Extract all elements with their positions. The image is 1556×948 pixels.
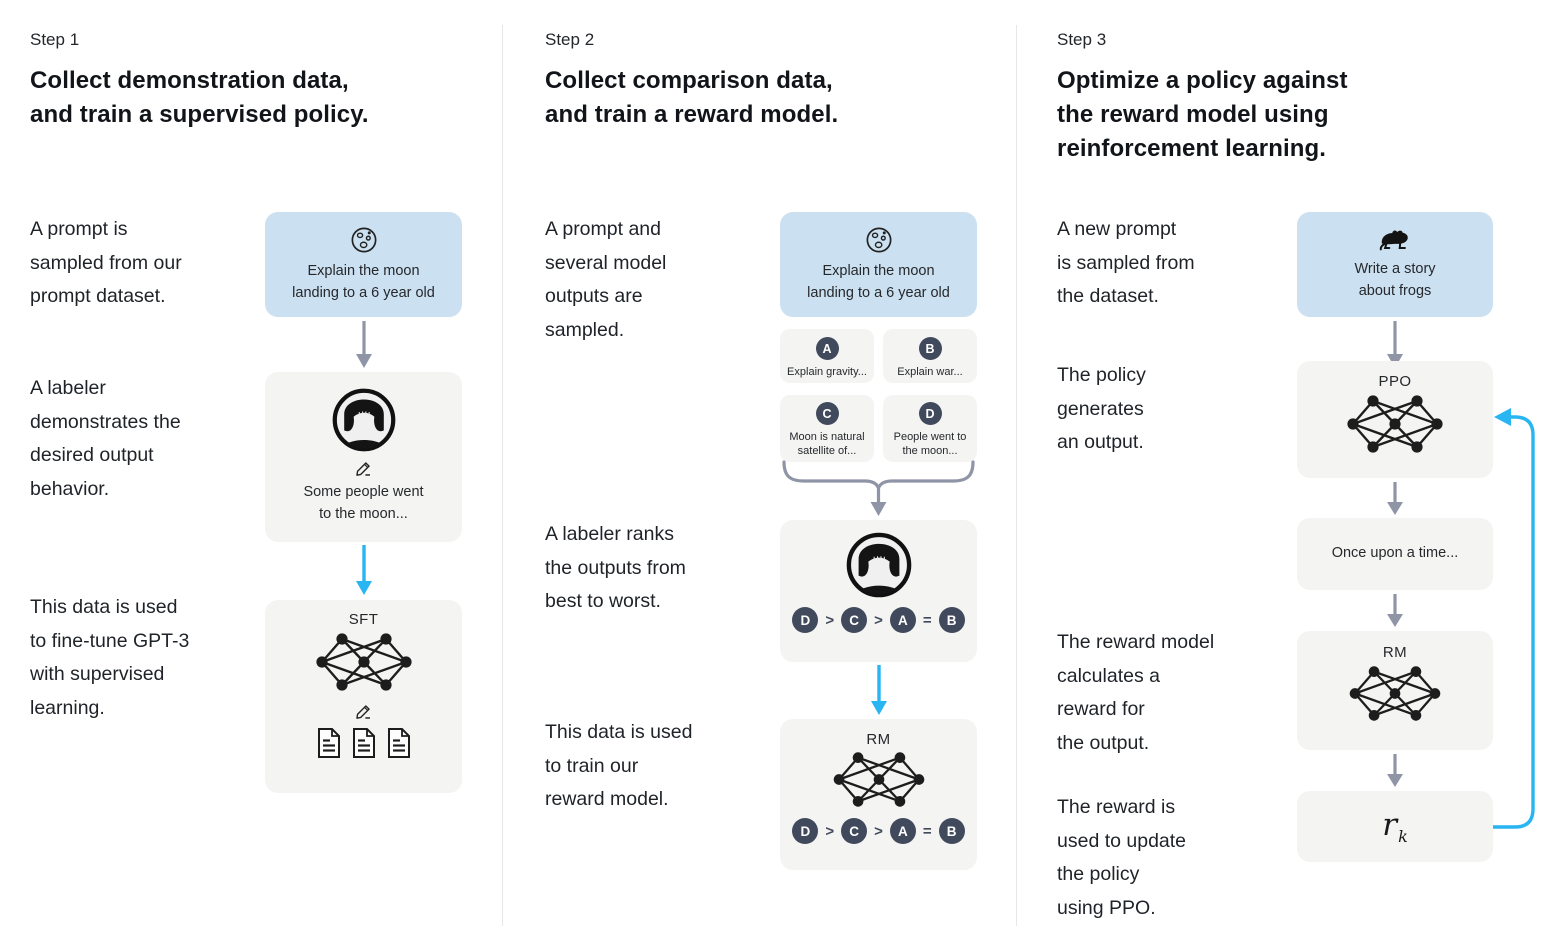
neural-network-icon	[832, 751, 925, 808]
sft-label: SFT	[348, 611, 379, 628]
labeler-avatar-icon	[845, 531, 913, 599]
feedback-loop-arrow-icon	[1493, 408, 1535, 829]
step3-output-box: Once upon a time...	[1297, 518, 1493, 590]
reward-subscript: k	[1398, 827, 1408, 846]
step1-heading: Collect demonstration data, and train a …	[30, 67, 369, 128]
rank-badge: C	[841, 607, 868, 633]
arrow-down-icon	[1387, 594, 1403, 627]
step1-demo-text: Some people went to the moon...	[303, 484, 424, 522]
rank-badge: A	[889, 818, 916, 844]
rank-separator: >	[825, 822, 835, 840]
documents-icon	[316, 727, 412, 759]
arrow-down-icon	[1387, 754, 1403, 787]
step3-caption-reward: The reward model calculates a reward for…	[1057, 631, 1215, 754]
rm-label: RM	[1382, 644, 1408, 661]
moon-icon	[351, 227, 376, 253]
letter-badge-a: A	[815, 337, 839, 360]
rm-label: RM	[866, 731, 891, 748]
column-divider-1	[502, 25, 503, 926]
step3-ppo-box: PPO	[1297, 361, 1493, 478]
step3-caption-update: The reward is used to update the policy …	[1057, 796, 1187, 919]
rank-badge: D	[792, 607, 819, 633]
output-c-text: Moon is natural satellite of...	[789, 431, 865, 457]
step3-caption-prompt: A new prompt is sampled from the dataset…	[1057, 218, 1195, 307]
letter-badge-c: C	[815, 402, 839, 425]
frog-icon	[1379, 229, 1409, 251]
letter-badge-b: B	[918, 337, 942, 360]
step3-rm-box: RM	[1297, 631, 1493, 750]
neural-network-icon	[314, 632, 413, 692]
step1-label: Step 1	[30, 30, 80, 49]
merge-bracket-arrow-icon	[782, 460, 975, 516]
output-b: B Explain war...	[883, 329, 977, 383]
rank-badge: C	[841, 818, 868, 844]
rank-separator: >	[874, 822, 883, 840]
arrow-down-icon	[354, 321, 374, 369]
step2-rm-box: RM D > C > A = B	[780, 719, 977, 870]
step3-reward-box: rk	[1297, 791, 1493, 862]
step1-caption-finetune: This data is used to fine-tune GPT-3 wit…	[30, 596, 190, 719]
rank-badge: A	[889, 607, 916, 633]
step2-caption-train: This data is used to train our reward mo…	[545, 721, 693, 810]
column-divider-2	[1016, 25, 1017, 926]
rank-badge: D	[792, 818, 819, 844]
step3-prompt-box: Write a story about frogs	[1297, 212, 1493, 317]
neural-network-icon	[1348, 665, 1442, 722]
rank-badge: B	[938, 818, 965, 844]
output-b-text: Explain war...	[897, 366, 963, 378]
step1-demonstration-box: Some people went to the moon...	[265, 372, 462, 542]
step2-caption-sampled: A prompt and several model outputs are s…	[545, 218, 667, 341]
step2-heading: Collect comparison data, and train a rew…	[545, 67, 839, 128]
arrow-down-blue-icon	[354, 545, 374, 596]
pencil-icon	[355, 462, 371, 476]
ranking-row: D > C > A = B	[792, 818, 965, 844]
rank-badge: B	[938, 607, 965, 633]
step3-label: Step 3	[1057, 30, 1107, 49]
rank-separator: =	[922, 822, 932, 840]
model-outputs-grid: A Explain gravity... B Explain war... C …	[780, 329, 977, 462]
reward-symbol: r	[1382, 807, 1398, 843]
neural-network-icon	[1346, 394, 1444, 454]
rank-separator: >	[825, 611, 835, 629]
arrow-down-blue-icon	[869, 665, 889, 716]
step1-prompt-box: Explain the moon landing to a 6 year old	[265, 212, 462, 317]
letter-badge-d: D	[918, 402, 942, 425]
step1-sft-box: SFT	[265, 600, 462, 793]
reward-value: rk	[1382, 807, 1408, 846]
ranking-row: D > C > A = B	[792, 607, 965, 633]
step1-caption-prompt: A prompt is sampled from our prompt data…	[30, 218, 182, 307]
rank-separator: =	[922, 611, 932, 629]
step2-label: Step 2	[545, 30, 595, 49]
output-c: C Moon is natural satellite of...	[780, 395, 874, 462]
labeler-avatar-icon	[331, 387, 397, 453]
step1-caption-labeler: A labeler demonstrates the desired outpu…	[30, 377, 181, 500]
step2-caption-ranks: A labeler ranks the outputs from best to…	[545, 523, 686, 612]
step3-heading: Optimize a policy against the reward mod…	[1057, 67, 1348, 162]
moon-icon	[866, 227, 891, 253]
pencil-icon	[355, 705, 371, 719]
output-a: A Explain gravity...	[780, 329, 874, 383]
step3-output-text: Once upon a time...	[1331, 545, 1459, 562]
ppo-label: PPO	[1378, 373, 1412, 390]
step2-prompt-box: Explain the moon landing to a 6 year old	[780, 212, 977, 317]
output-d-text: People went to the moon...	[893, 431, 967, 457]
document-icon	[317, 727, 340, 759]
output-d: D People went to the moon...	[883, 395, 977, 462]
output-a-text: Explain gravity...	[787, 366, 867, 378]
document-icon	[352, 727, 375, 759]
step2-prompt-text: Explain the moon landing to a 6 year old	[807, 263, 950, 301]
arrow-down-icon	[1387, 482, 1403, 515]
step2-ranking-box: D > C > A = B	[780, 520, 977, 662]
step3-prompt-text: Write a story about frogs	[1354, 261, 1436, 299]
rank-separator: >	[874, 611, 883, 629]
document-icon	[387, 727, 410, 759]
step3-caption-policy: The policy generates an output.	[1057, 364, 1146, 453]
step1-prompt-text: Explain the moon landing to a 6 year old	[292, 263, 435, 301]
